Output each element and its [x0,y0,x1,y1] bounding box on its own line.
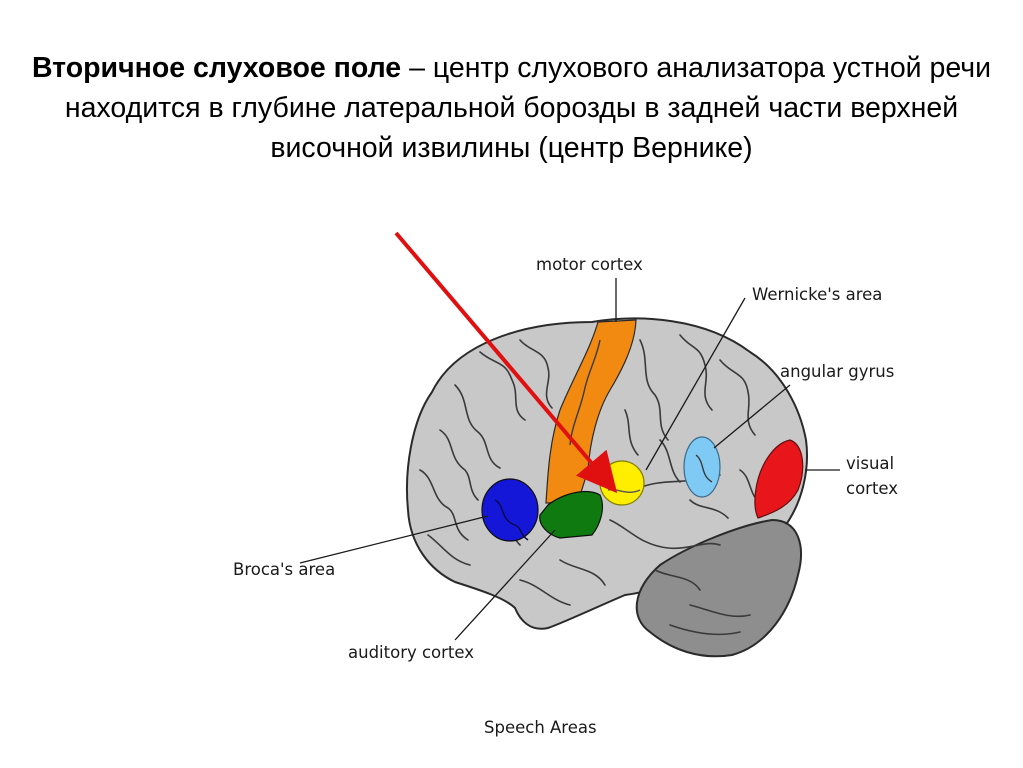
label-motor-cortex: motor cortex [536,255,643,274]
cerebellum [635,518,802,658]
visual-cortex-region [754,439,804,519]
label-angular-gyrus: angular gyrus [780,362,894,381]
brocas-area-sulcus [494,499,529,541]
label-brocas-area: Broca's area [233,560,335,579]
motor-cortex-sulcus [569,339,601,446]
heading-description: – центр слухового анализатора устной реч… [64,52,992,164]
pointer-arrow [394,231,618,494]
label-visual-cortex-line2: cortex [846,479,898,498]
heading-bold-term: Вторичное слуховое поле [31,52,402,84]
diagram-caption: Speech Areas [484,718,597,737]
label-visual-cortex-line1: visual [846,454,894,473]
leader-lines [299,278,840,641]
angular-gyrus-sulcus [695,454,713,483]
label-auditory-cortex: auditory cortex [348,643,474,662]
label-wernickes-area: Wernicke's area [752,285,882,304]
brocas-area-region [481,478,539,542]
slide-heading: Вторичное слуховое поле – центр слуховог… [30,48,993,168]
